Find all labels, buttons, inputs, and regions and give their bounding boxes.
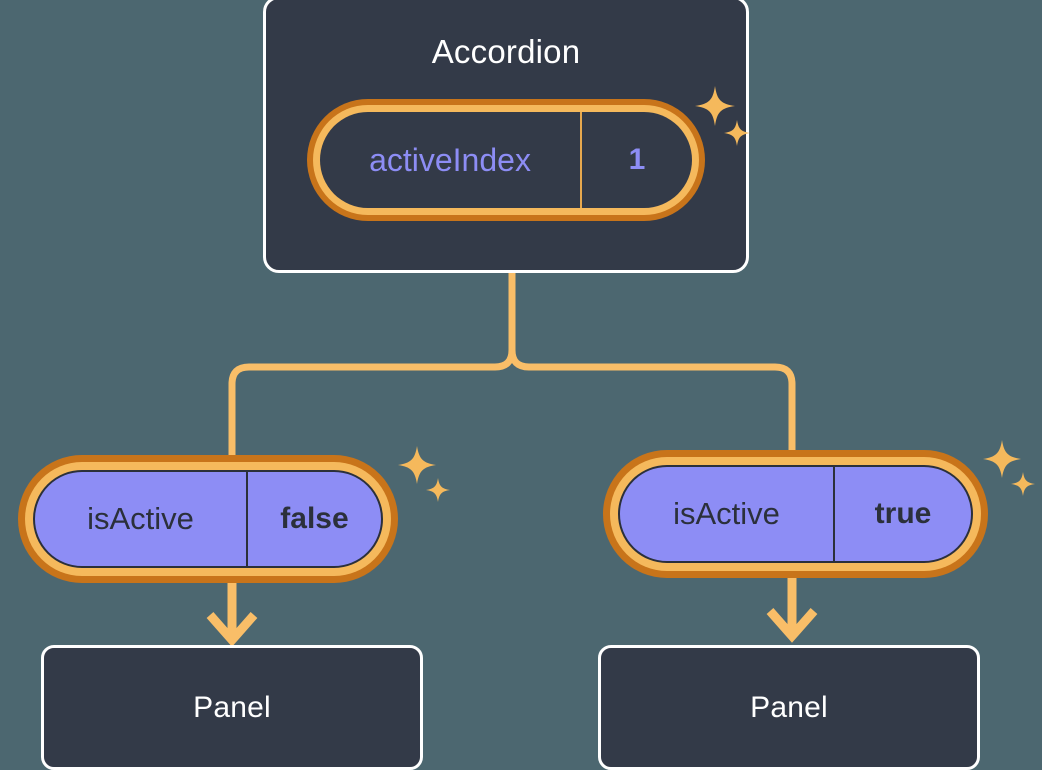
node-panel-right-title: Panel — [750, 690, 828, 724]
prop-pill-value: true — [874, 497, 932, 530]
node-panel-left-title: Panel — [193, 690, 271, 724]
node-panel-left[interactable]: Panel — [41, 645, 423, 770]
prop-pill-isactive-false[interactable]: isActive false — [33, 470, 383, 568]
prop-pill-isactive-true[interactable]: isActive true — [618, 465, 973, 563]
state-pill-value: 1 — [628, 143, 646, 176]
arrow-head-left-icon — [206, 612, 258, 647]
state-pill-activeindex[interactable]: activeIndex 1 — [320, 112, 692, 208]
prop-pill-value: false — [280, 502, 349, 535]
prop-pill-key: isActive — [620, 467, 835, 561]
page-title: Accordion — [431, 33, 581, 70]
node-panel-right[interactable]: Panel — [598, 645, 980, 770]
sparkle-icon — [983, 440, 1035, 496]
state-pill-key: activeIndex — [320, 112, 582, 208]
connector-branch-right — [508, 346, 796, 467]
arrow-head-right-icon — [766, 608, 818, 643]
sparkle-icon — [695, 86, 750, 146]
connector-branch-left — [228, 346, 516, 472]
sparkle-icon — [398, 446, 450, 502]
prop-pill-key: isActive — [35, 472, 248, 566]
